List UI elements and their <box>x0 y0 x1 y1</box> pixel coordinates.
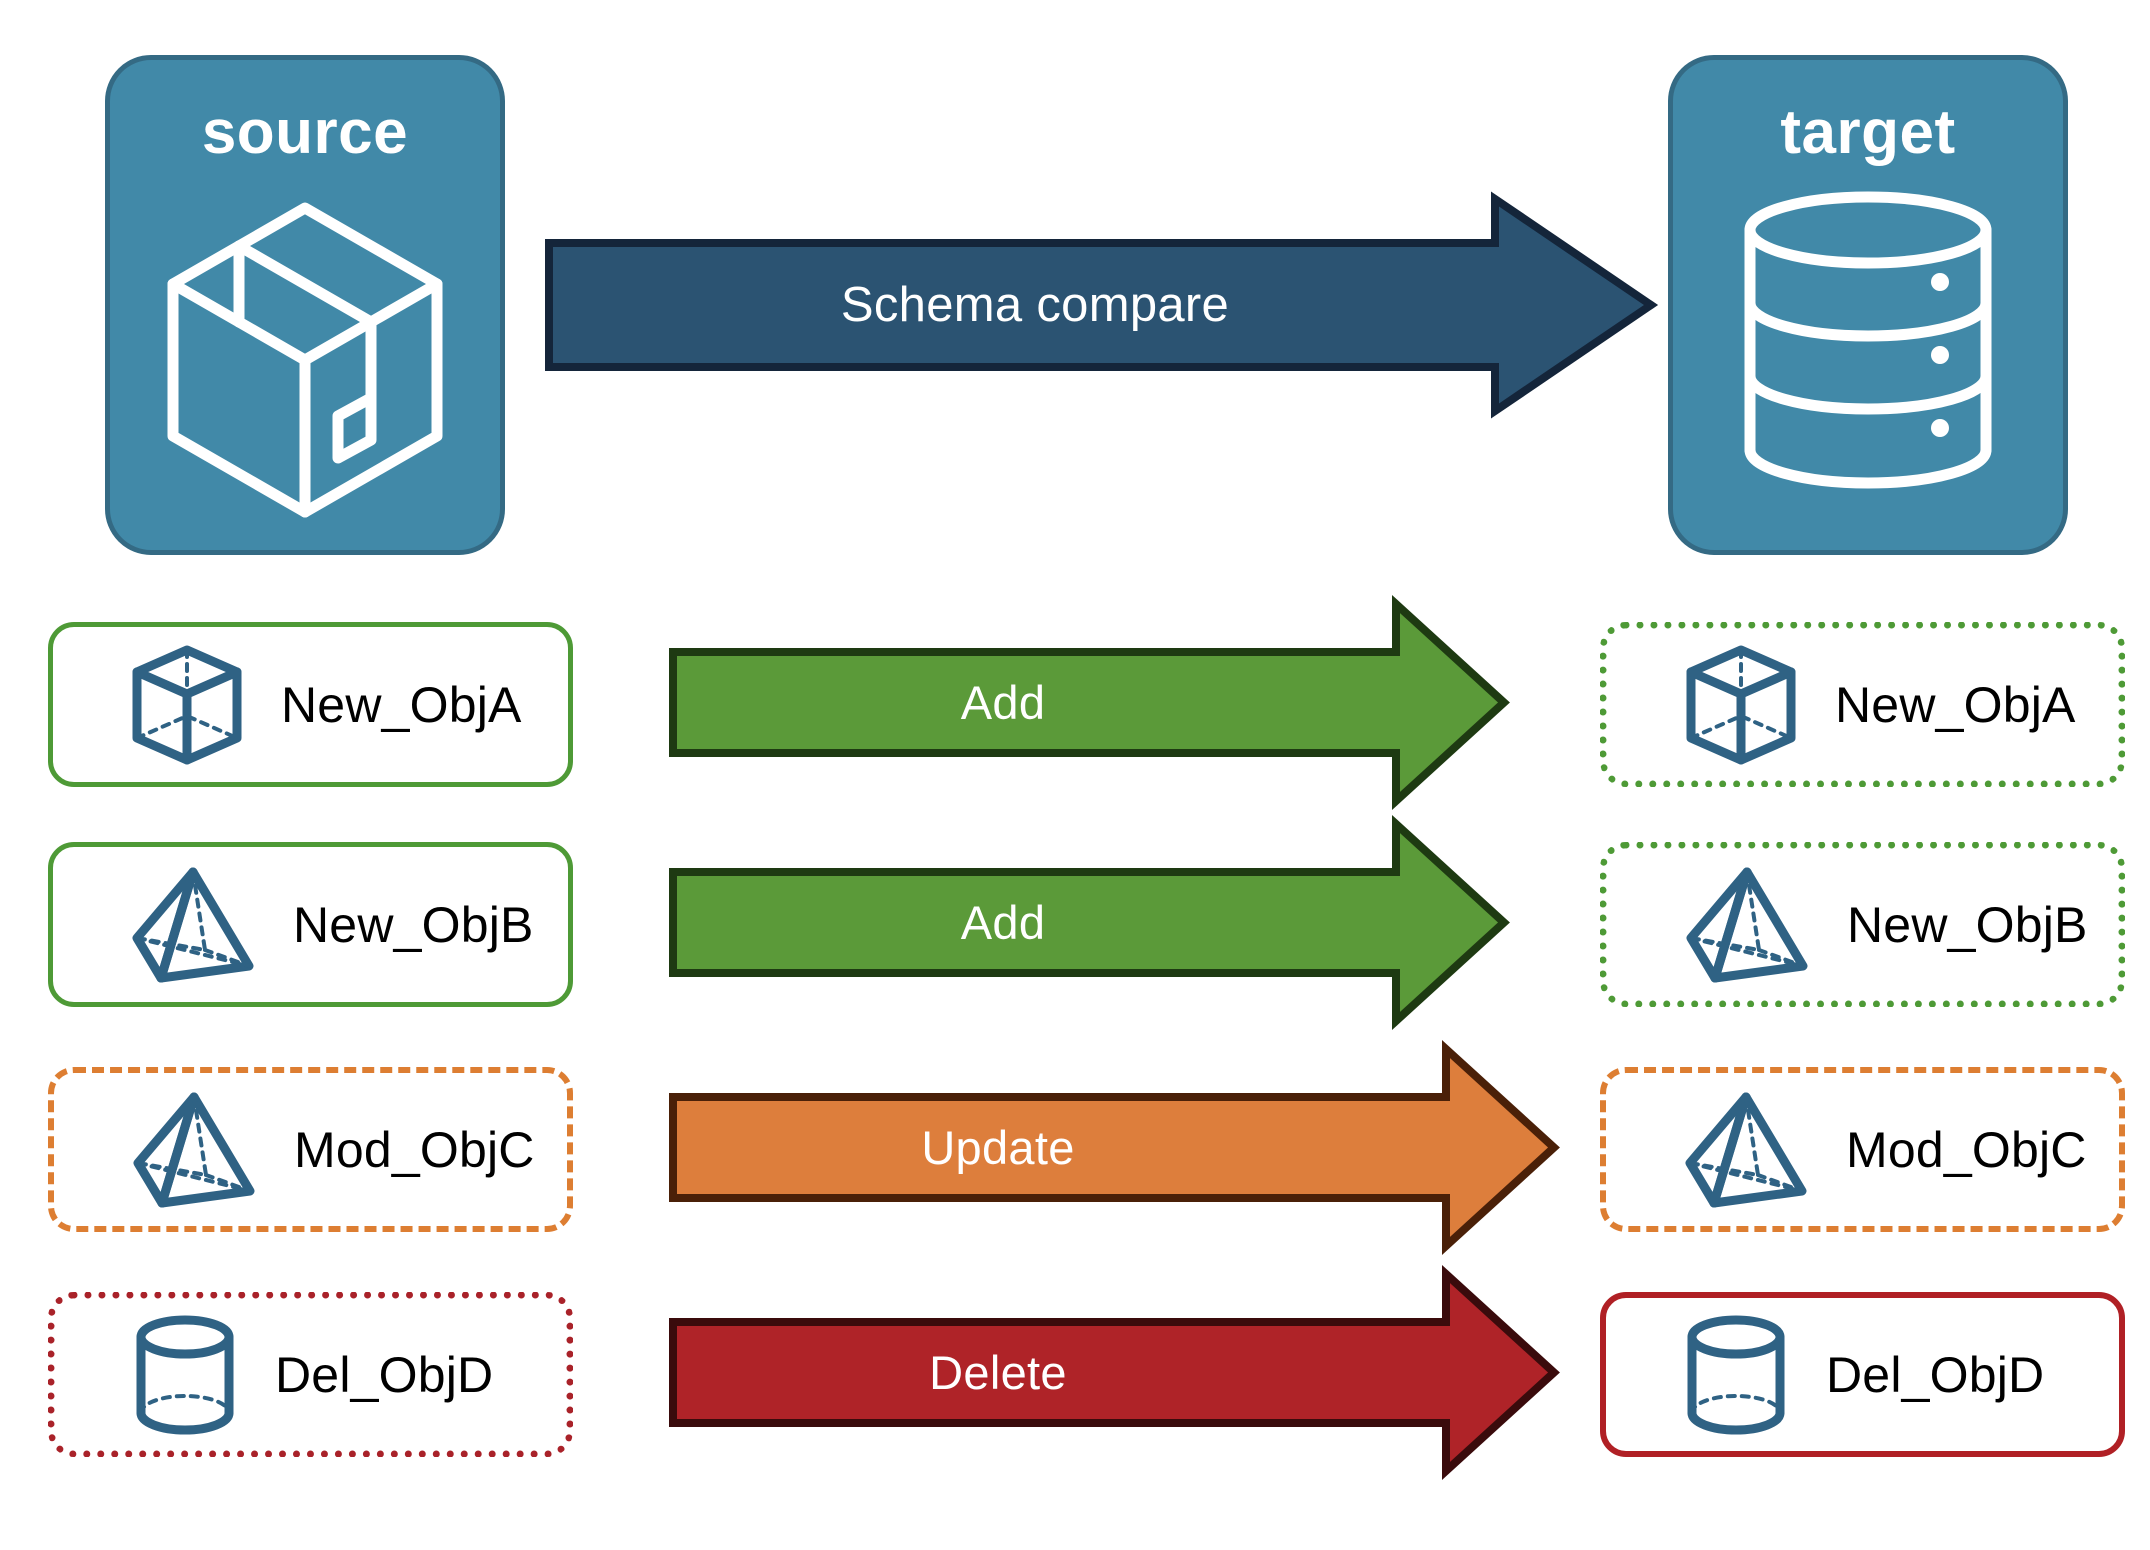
action-arrow[interactable]: Delete <box>668 1264 1560 1481</box>
target-object-label: Mod_ObjC <box>1846 1121 2087 1178</box>
source-object-label: Mod_ObjC <box>294 1121 535 1178</box>
action-arrow[interactable]: Update <box>668 1039 1560 1256</box>
cube-icon <box>1685 644 1797 766</box>
source-object-card[interactable]: New_ObjB <box>48 842 573 1007</box>
schema-compare-label: Schema compare <box>840 278 1230 332</box>
source-object-label: New_ObjA <box>281 676 522 733</box>
target-endpoint-card[interactable]: target <box>1668 55 2068 555</box>
target-object-card[interactable]: Mod_ObjC <box>1600 1067 2125 1232</box>
box-3d-icon <box>155 190 455 518</box>
cylinder-icon <box>133 1313 237 1437</box>
target-object-card[interactable]: Del_ObjD <box>1600 1292 2125 1457</box>
database-cylinder-icon <box>1738 190 1998 490</box>
cube-icon <box>131 644 243 766</box>
pyramid-icon <box>131 866 255 984</box>
target-object-label: New_ObjA <box>1835 676 2076 733</box>
target-object-label: Del_ObjD <box>1826 1346 2045 1403</box>
target-object-card[interactable]: New_ObjB <box>1600 842 2125 1007</box>
action-arrow[interactable]: Add <box>668 594 1510 811</box>
cylinder-icon <box>1684 1313 1788 1437</box>
pyramid-icon <box>1684 1091 1808 1209</box>
source-object-card[interactable]: Mod_ObjC <box>48 1067 573 1232</box>
source-object-card[interactable]: New_ObjA <box>48 622 573 787</box>
source-object-label: New_ObjB <box>293 896 534 953</box>
diff-row: New_ObjA Add New_ObjA <box>0 594 2150 811</box>
action-arrow[interactable]: Add <box>668 814 1510 1031</box>
diff-row: New_ObjB Add New_ObjB <box>0 814 2150 1031</box>
pyramid-icon <box>1685 866 1809 984</box>
schema-compare-arrow[interactable]: Schema compare <box>545 191 1659 419</box>
target-object-card[interactable]: New_ObjA <box>1600 622 2125 787</box>
source-title: source <box>201 98 409 167</box>
source-object-label: Del_ObjD <box>275 1346 494 1403</box>
pyramid-icon <box>132 1091 256 1209</box>
source-object-card[interactable]: Del_ObjD <box>48 1292 573 1457</box>
diff-row: Mod_ObjC Update Mod_ObjC <box>0 1039 2150 1256</box>
source-endpoint-card[interactable]: source <box>105 55 505 555</box>
diff-row: Del_ObjD Delete Del_ObjD <box>0 1264 2150 1481</box>
target-object-label: New_ObjB <box>1847 896 2088 953</box>
target-title: target <box>1780 98 1956 167</box>
